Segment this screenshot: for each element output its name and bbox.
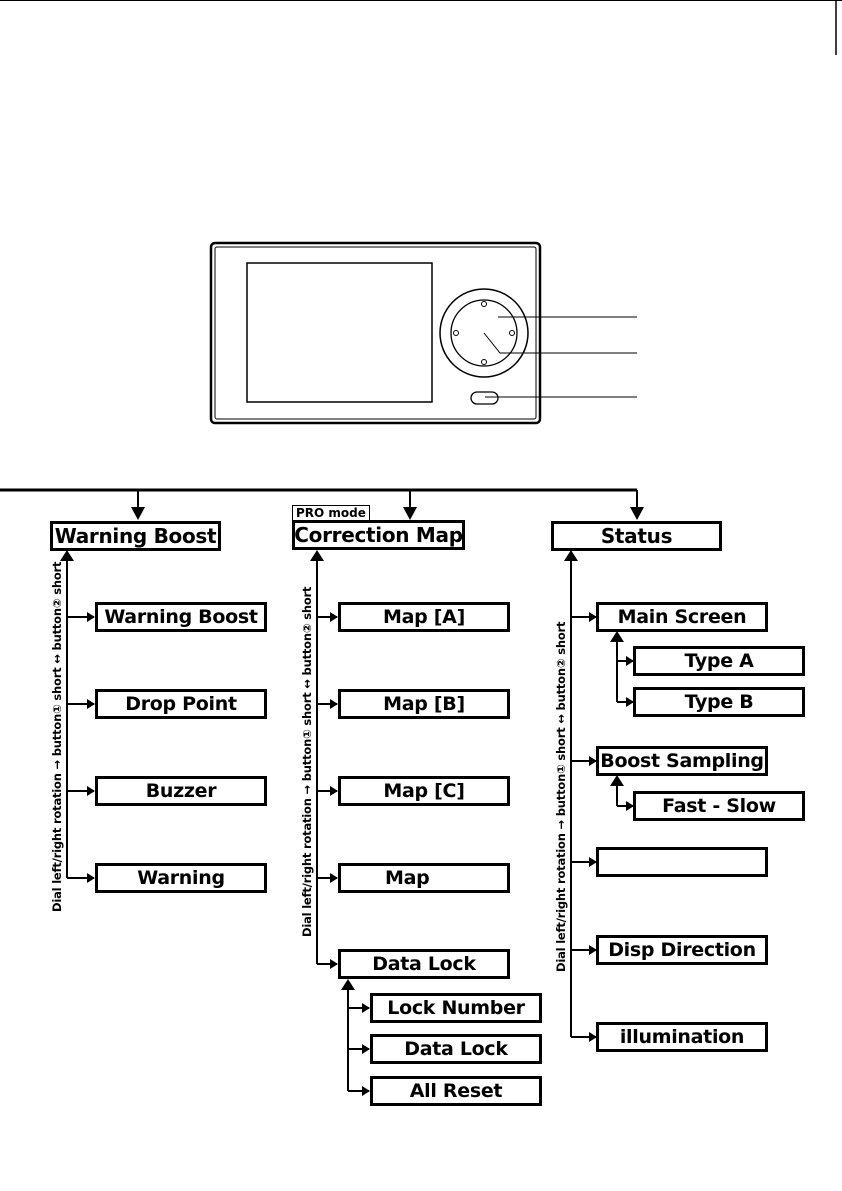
- device-inner-bezel: [214, 246, 537, 420]
- submenu-item-fast-slow[interactable]: Fast - Slow: [633, 791, 805, 821]
- menu-header-correction-map[interactable]: Correction Map: [292, 520, 465, 550]
- menu-item-disp-direction[interactable]: Disp Direction: [596, 935, 768, 965]
- rotation-label-col3: Dial left/right rotation → button① short…: [554, 621, 568, 972]
- menu-item-data-lock[interactable]: Data Lock: [338, 949, 510, 979]
- rotation-label-col1: Dial left/right rotation → button① short…: [50, 561, 64, 912]
- menu-item-buzzer[interactable]: Buzzer: [95, 776, 267, 806]
- pro-mode-tag: PRO mode: [292, 505, 370, 521]
- menu-item-drop-point[interactable]: Drop Point: [95, 689, 267, 719]
- menu-item-map[interactable]: Map: [338, 863, 510, 893]
- dial-inner-ring: [450, 299, 518, 367]
- menu-item-map-a[interactable]: Map [A]: [338, 602, 510, 632]
- menu-header-status[interactable]: Status: [551, 521, 722, 551]
- menu-item-warning-boost[interactable]: Warning Boost: [95, 602, 267, 632]
- device-drawing: [209, 241, 637, 425]
- submenu-item-all-reset[interactable]: All Reset: [370, 1076, 542, 1106]
- submenu-item-type-a[interactable]: Type A: [633, 646, 805, 676]
- rotation-label-col2: Dial left/right rotation → button① short…: [300, 586, 314, 937]
- display-screen: [246, 262, 433, 403]
- menu-item-blank[interactable]: [596, 847, 768, 877]
- submenu-item-data-lock[interactable]: Data Lock: [370, 1034, 542, 1064]
- submenu-item-lock-number[interactable]: Lock Number: [370, 993, 542, 1023]
- menu-item-boost-sampling[interactable]: Boost Sampling: [596, 746, 768, 776]
- menu-item-map-c[interactable]: Map [C]: [338, 776, 510, 806]
- dial-outer-ring: [439, 288, 529, 378]
- menu-item-warning[interactable]: Warning: [95, 863, 267, 893]
- menu-item-illumination[interactable]: illumination: [596, 1022, 768, 1052]
- submenu-item-type-b[interactable]: Type B: [633, 687, 805, 717]
- button-oval: [470, 391, 499, 405]
- menu-item-main-screen[interactable]: Main Screen: [596, 602, 768, 632]
- menu-header-warning-boost[interactable]: Warning Boost: [50, 521, 221, 551]
- device-body: [209, 241, 542, 425]
- menu-item-map-b[interactable]: Map [B]: [338, 689, 510, 719]
